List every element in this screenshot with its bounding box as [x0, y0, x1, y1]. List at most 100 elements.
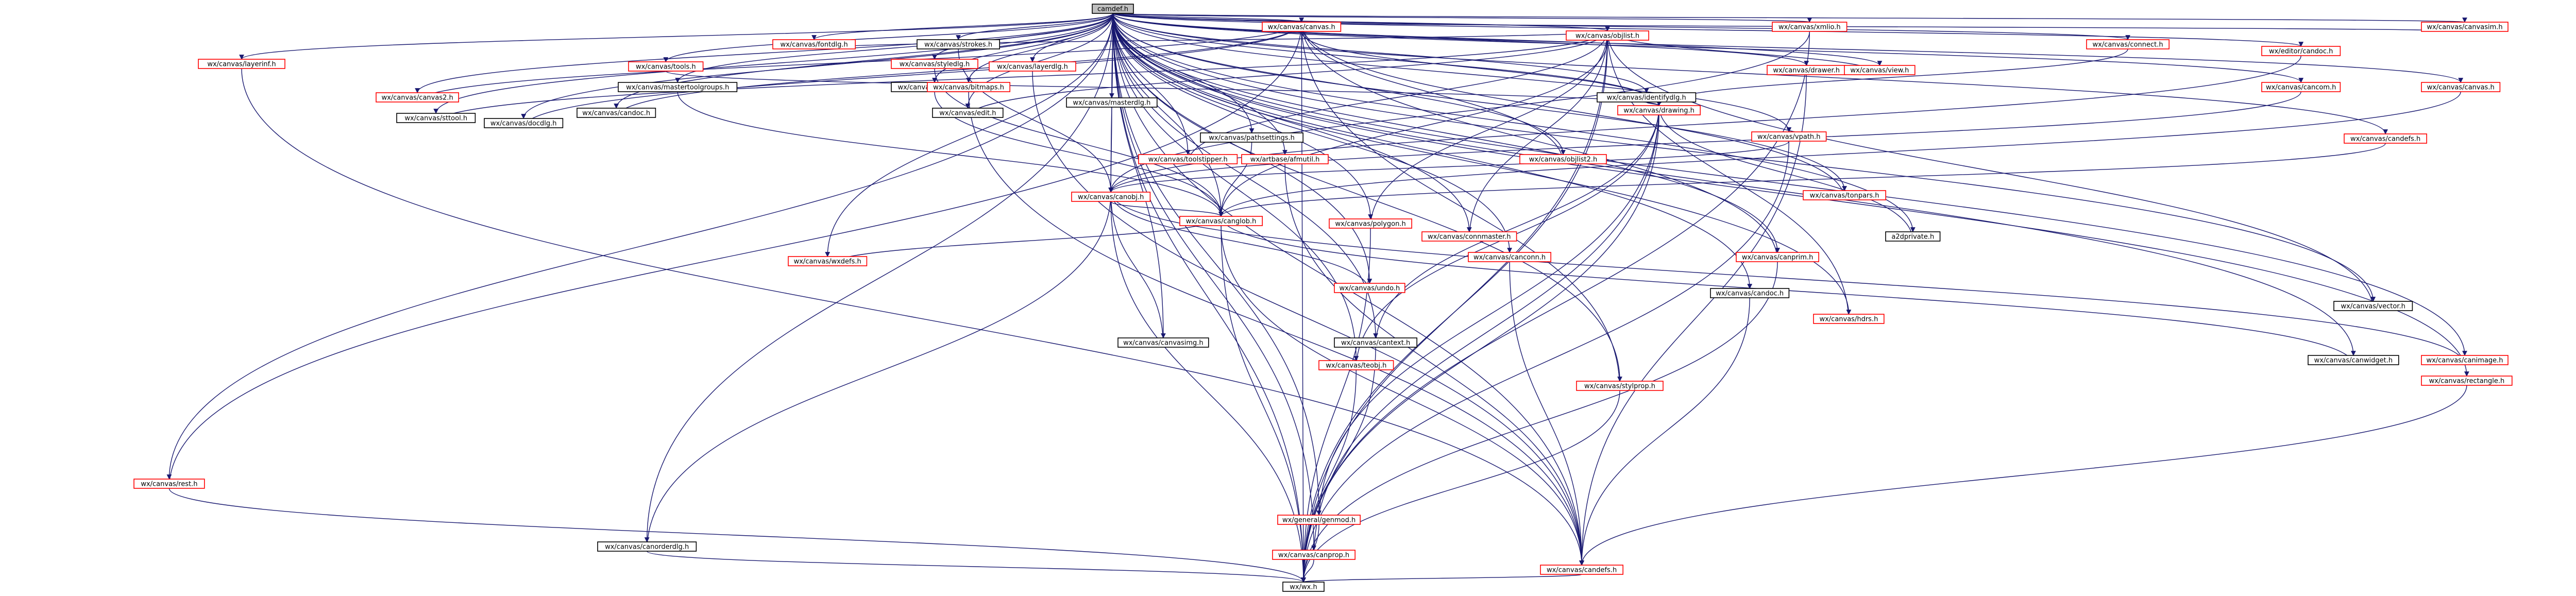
node-candocm[interactable]: wx/canvas/candoc.h	[1710, 288, 1790, 298]
node-editor[interactable]: wx/editor/candoc.h	[2261, 46, 2341, 56]
node-label: wx/canvas/objlist2.h	[1529, 156, 1597, 164]
node-wxdefs[interactable]: wx/canvas/wxdefs.h	[788, 256, 868, 266]
node-strokes[interactable]: wx/canvas/strokes.h	[917, 39, 1000, 49]
node-docdlg[interactable]: wx/canvas/docdlg.h	[484, 118, 564, 128]
node-candoc[interactable]: wx/canvas/candoc.h	[577, 108, 656, 118]
edge-drawer-to-candefs	[1579, 74, 1807, 566]
node-label: wx/canvas/candefs.h	[2350, 135, 2420, 143]
node-tools[interactable]: wx/canvas/tools.h	[628, 61, 704, 72]
node-box	[917, 39, 1000, 49]
node-canvas2[interactable]: wx/canvas/canvas2.h	[376, 92, 459, 103]
edge-camdef-to-a2dprivate	[1112, 13, 1916, 232]
edge-rest-to-canvas	[168, 22, 1304, 489]
node-label: wx/canvas/tonpars.h	[1810, 192, 1879, 200]
node-cancom[interactable]: wx/canvas/cancom.h	[2261, 82, 2341, 92]
edge-camdef-to-tools	[663, 13, 1113, 62]
node-canvasfile[interactable]: wx/canvas/canvas.h	[2421, 82, 2501, 92]
node-candefs[interactable]: wx/canvas/candefs.h	[1540, 565, 1623, 575]
node-camdef[interactable]: camdef.h	[1092, 4, 1134, 14]
node-candefsc[interactable]: wx/canvas/candefs.h	[2344, 133, 2427, 144]
node-canorderdlg[interactable]: wx/canvas/canorderdlg.h	[597, 541, 697, 552]
node-toolstipper[interactable]: wx/canvas/toolstipper.h	[1138, 154, 1238, 164]
node-tonpars[interactable]: wx/canvas/tonpars.h	[1803, 190, 1886, 200]
edge-connect-to-drawing	[1656, 48, 2128, 106]
edge-camdef-to-strokes	[956, 13, 1113, 40]
node-undo[interactable]: wx/canvas/undo.h	[1334, 283, 1405, 293]
node-canconn[interactable]: wx/canvas/canconn.h	[1468, 252, 1551, 262]
node-box	[1519, 154, 1607, 164]
node-box	[396, 113, 476, 123]
node-label: wx/wx.h	[1290, 584, 1317, 591]
node-objlist[interactable]: wx/canvas/objlist.h	[1566, 30, 1649, 41]
node-box	[1540, 565, 1623, 575]
node-label: wx/canvas/canobj.h	[1078, 194, 1144, 201]
node-box	[1138, 154, 1238, 164]
node-vpath[interactable]: wx/canvas/vpath.h	[1751, 131, 1827, 142]
node-teobj[interactable]: wx/canvas/teobj.h	[1318, 360, 1394, 370]
node-pathsettings[interactable]: wx/canvas/pathsettings.h	[1200, 132, 1303, 143]
edge-stylprop-to-wx	[1301, 390, 1620, 583]
node-rest[interactable]: wx/canvas/rest.h	[133, 479, 205, 489]
node-cantext[interactable]: wx/canvas/cantext.h	[1334, 337, 1417, 348]
node-box	[2421, 82, 2501, 92]
node-box	[577, 108, 656, 118]
node-xmlio[interactable]: wx/canvas/xmlio.h	[1772, 22, 1848, 32]
edge-canobj-to-wx	[1110, 201, 1306, 583]
edge-camdef-to-camdraw	[1112, 13, 2466, 23]
node-wx[interactable]: wx/wx.h	[1282, 582, 1325, 592]
node-label: camdef.h	[1097, 6, 1128, 13]
node-box	[198, 59, 285, 69]
node-canvasimg[interactable]: wx/canvas/canvasimg.h	[1117, 337, 1209, 348]
node-camdraw[interactable]: wx/canvas/canvasim.h	[2421, 22, 2509, 32]
node-canobj[interactable]: wx/canvas/canobj.h	[1071, 192, 1151, 202]
node-view[interactable]: wx/canvas/view.h	[1844, 65, 1916, 75]
edge-camdef-to-candefsc	[1112, 13, 2388, 134]
node-box	[2261, 46, 2341, 56]
edge-genmod-to-drawing	[1318, 105, 1662, 525]
node-bitmaps[interactable]: wx/canvas/bitmaps.h	[927, 82, 1010, 92]
node-canwidget[interactable]: wx/canvas/canwidget.h	[2308, 355, 2399, 365]
node-fontdlg[interactable]: wx/canvas/fontdlg.h	[772, 39, 856, 49]
node-box	[1844, 65, 1916, 75]
node-masterdlg[interactable]: wx/canvas/masterdlg.h	[1066, 97, 1158, 108]
node-box	[1282, 582, 1325, 592]
edge-strokes-to-canobj	[958, 48, 1114, 193]
node-vector[interactable]: wx/canvas/vector.h	[2333, 301, 2413, 311]
node-label: wx/canvas/canvas.h	[2427, 84, 2495, 92]
node-styledlg[interactable]: wx/canvas/styledlg.h	[891, 59, 978, 69]
node-canprop[interactable]: wx/canvas/canprop.h	[1272, 550, 1355, 560]
node-box	[133, 479, 205, 489]
node-drawing[interactable]: wx/canvas/drawing.h	[1617, 105, 1701, 115]
node-mastertoolgroups[interactable]: wx/canvas/mastertoolgroups.h	[618, 82, 738, 92]
node-canglob[interactable]: wx/canvas/canglob.h	[1179, 216, 1263, 226]
node-connmaster[interactable]: wx/canvas/connmaster.h	[1421, 231, 1517, 242]
node-stylprop[interactable]: wx/canvas/stylprop.h	[1576, 381, 1664, 391]
node-objlist2[interactable]: wx/canvas/objlist2.h	[1519, 154, 1607, 164]
node-box	[1813, 314, 1885, 324]
node-label: wx/canvas/candoc.h	[582, 110, 650, 117]
node-artbase[interactable]: wx/artbase/afmutil.h	[1241, 154, 1329, 164]
node-genmod[interactable]: wx/general/genmod.h	[1277, 515, 1361, 525]
edge-vector-to-objlist	[1605, 30, 2374, 311]
node-label: wx/canvas/rest.h	[141, 481, 197, 488]
node-connect[interactable]: wx/canvas/connect.h	[2086, 39, 2170, 49]
node-edit[interactable]: wx/canvas/edit.h	[932, 108, 1004, 118]
node-layerdlg[interactable]: wx/canvas/layerdlg.h	[989, 61, 1076, 72]
node-canimage[interactable]: wx/canvas/canimage.h	[2421, 355, 2509, 365]
node-rectangle[interactable]: wx/canvas/rectangle.h	[2421, 376, 2513, 386]
node-canprim[interactable]: wx/canvas/canprim.h	[1736, 252, 1819, 262]
node-label: wx/canvas/edit.h	[939, 110, 996, 117]
node-identifydlg[interactable]: wx/canvas/identifydlg.h	[1597, 92, 1697, 103]
node-label: wx/canvas/canwidget.h	[2314, 357, 2393, 365]
node-label: wx/canvas/polygon.h	[1335, 220, 1405, 228]
node-box	[597, 541, 697, 552]
node-drawer[interactable]: wx/canvas/drawer.h	[1767, 65, 1846, 75]
node-polygon[interactable]: wx/canvas/polygon.h	[1329, 218, 1412, 229]
node-sttool[interactable]: wx/canvas/sttool.h	[396, 113, 476, 123]
node-a2dprivate[interactable]: a2dprivate.h	[1885, 231, 1941, 242]
node-box	[989, 61, 1076, 72]
node-canvas[interactable]: wx/canvas/canvas.h	[1262, 22, 1342, 32]
node-box	[2421, 355, 2509, 365]
node-hdr[interactable]: wx/canvas/hdrs.h	[1813, 314, 1885, 324]
node-layerinf[interactable]: wx/canvas/layerinf.h	[198, 59, 285, 69]
